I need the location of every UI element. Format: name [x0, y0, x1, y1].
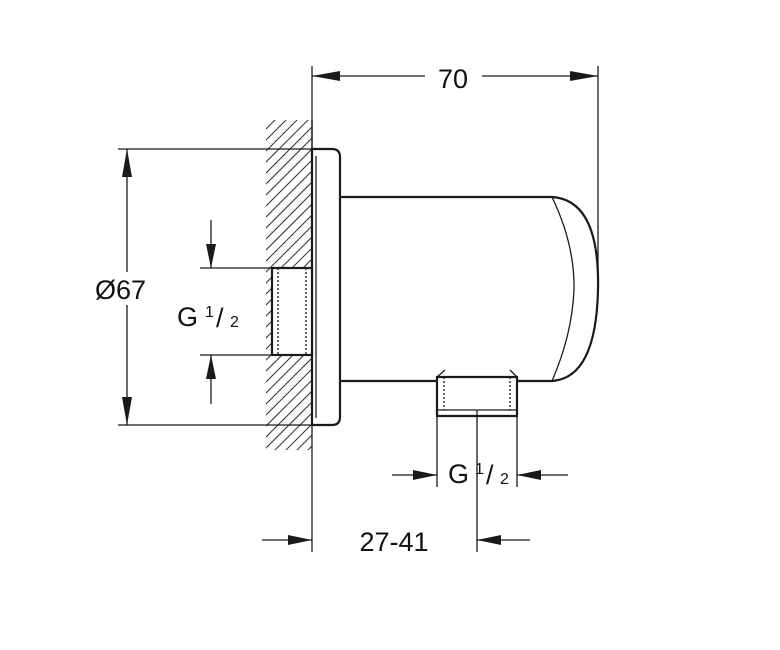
- hatch-line: [285, 423, 312, 450]
- hatch-line: [266, 192, 312, 240]
- inlet-thread-base: G: [177, 302, 198, 332]
- hatch-line: [260, 64, 320, 124]
- inlet-thread-denominator: 2: [230, 314, 239, 331]
- outlet-thread-slash: /: [486, 460, 494, 490]
- inlet-thread-numerator: 1: [205, 304, 214, 321]
- hatch-line: [266, 379, 312, 427]
- hatch-line: [296, 434, 312, 450]
- inlet-thread-slash: /: [216, 303, 224, 333]
- hatch-line: [266, 120, 276, 130]
- overall-length-label: 70: [438, 64, 468, 94]
- hatch-line: [266, 181, 312, 229]
- hatch-line: [266, 159, 312, 207]
- hatch-line: [266, 120, 298, 152]
- dim-inlet-thread: G 1 / 2: [177, 220, 272, 404]
- dim-wall-projection: 27-41: [262, 410, 530, 557]
- body-end-curve: [551, 196, 575, 382]
- hatch-line: [260, 42, 320, 102]
- outlet-thread-base: G: [448, 459, 469, 489]
- hatch-line: [266, 148, 312, 196]
- hatch-line: [266, 120, 287, 141]
- hatch-line: [266, 203, 312, 251]
- outlet-thread-denominator: 2: [500, 471, 509, 488]
- hatch-line: [266, 401, 312, 449]
- hatch-line: [266, 236, 312, 284]
- hatch-line: [307, 445, 312, 450]
- hatch-line: [266, 357, 312, 405]
- hatch-line: [266, 368, 312, 416]
- hatch-line: [260, 449, 320, 509]
- hatch-line: [266, 214, 312, 262]
- hatch-line: [260, 53, 320, 113]
- wall-projection-label: 27-41: [359, 527, 428, 557]
- flange-diameter-label: Ø67: [95, 275, 146, 305]
- hatch-line: [266, 170, 312, 218]
- hatch-line: [266, 390, 312, 438]
- elbow-body: [336, 195, 600, 383]
- outlet-thread-numerator: 1: [475, 461, 484, 478]
- dim-flange-diameter: Ø67: [95, 148, 312, 426]
- outlet-nipple: [435, 369, 519, 418]
- wall-flange: [310, 147, 342, 427]
- hatch-line: [266, 120, 309, 163]
- hatch-line: [260, 31, 320, 91]
- hatch-line: [260, 20, 320, 80]
- inlet-thread-stub: [270, 266, 314, 357]
- hatch-line: [266, 137, 312, 185]
- dim-overall-length: 70: [311, 64, 599, 290]
- hatch-line: [274, 412, 312, 450]
- dim-outlet-thread: G 1 / 2: [392, 410, 568, 490]
